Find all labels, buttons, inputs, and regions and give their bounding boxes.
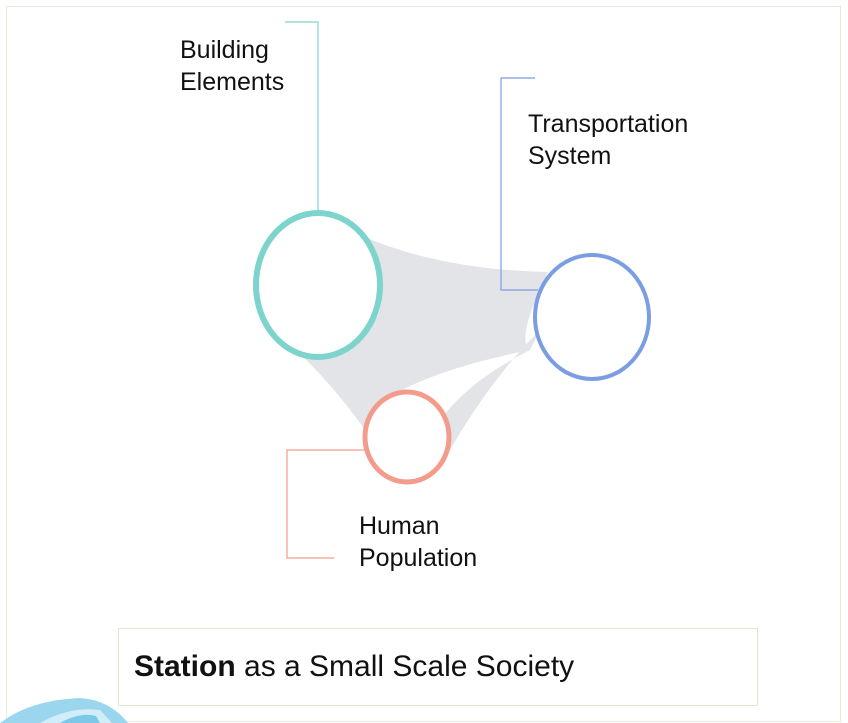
building-leader-line bbox=[285, 21, 319, 210]
slide-frame bbox=[6, 6, 841, 722]
caption-box bbox=[118, 628, 758, 706]
connector-shape bbox=[355, 235, 548, 400]
building-label-line2: Elements bbox=[180, 68, 285, 96]
caption-text: Station as a Small Scale Society bbox=[134, 650, 574, 684]
population-label-line2: Population bbox=[359, 544, 478, 572]
human-population-circle bbox=[362, 389, 452, 485]
transport-leader-line bbox=[500, 77, 538, 291]
building-elements-label: Building Elements bbox=[180, 34, 284, 98]
transport-label-line2: System bbox=[528, 142, 612, 170]
decorative-swirl-graphic bbox=[0, 698, 128, 723]
transport-label-line1: Transportation bbox=[528, 110, 689, 138]
transportation-system-label: Transportation System bbox=[528, 108, 688, 172]
population-label-line1: Human bbox=[359, 512, 440, 540]
human-population-label: Human Population bbox=[359, 510, 477, 574]
transportation-system-circle bbox=[533, 253, 651, 381]
building-label-line1: Building bbox=[180, 36, 269, 64]
caption-bold: Station bbox=[134, 650, 236, 683]
building-elements-circle bbox=[253, 210, 383, 360]
caption-rest: as a Small Scale Society bbox=[235, 650, 575, 683]
population-leader-line bbox=[286, 449, 366, 559]
